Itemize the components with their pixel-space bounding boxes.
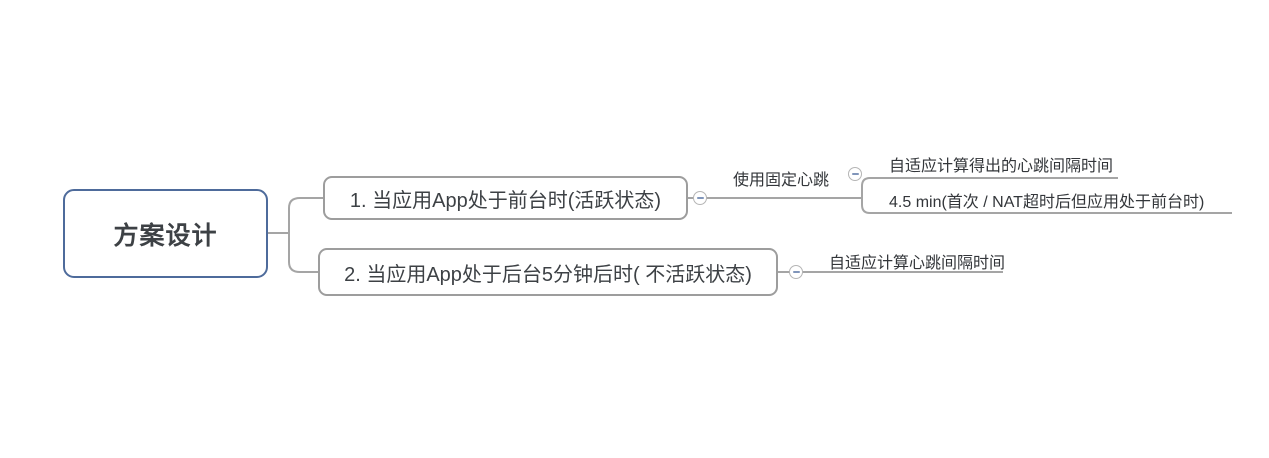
- minus-icon: [696, 197, 704, 199]
- collapse-button-branch-background[interactable]: [789, 265, 803, 279]
- subtopic-fixed-heartbeat[interactable]: 使用固定心跳: [733, 172, 830, 189]
- minus-icon: [792, 271, 800, 273]
- subtopic-45min-interval[interactable]: 4.5 min(首次 / NAT超时后但应用处于前台时): [889, 194, 1205, 211]
- subtopic-adaptive-calculated-interval[interactable]: 自适应计算得出的心跳间隔时间: [889, 158, 1114, 175]
- minus-icon: [851, 173, 859, 175]
- branch-topic-background[interactable]: 2. 当应用App处于后台5分钟后时( 不活跃状态): [318, 248, 778, 296]
- branch-topic-foreground[interactable]: 1. 当应用App处于前台时(活跃状态): [323, 176, 688, 220]
- collapse-button-fixed-heartbeat[interactable]: [848, 167, 862, 181]
- collapse-button-branch-foreground[interactable]: [693, 191, 707, 205]
- subtopic-adaptive-interval[interactable]: 自适应计算心跳间隔时间: [829, 255, 1006, 272]
- root-topic[interactable]: 方案设计: [63, 189, 268, 278]
